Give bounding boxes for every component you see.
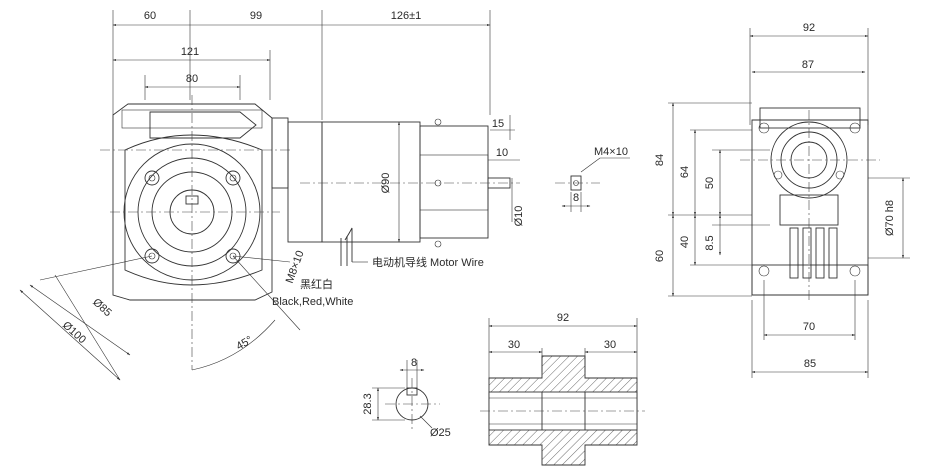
dim-phi10: Ø10 xyxy=(513,206,525,227)
wire-colors-cn: 黑红白 xyxy=(300,277,333,291)
dim-phi25: Ø25 xyxy=(430,427,451,439)
diagonal-dimensions: Ø85 Ø100 45° M8×10 xyxy=(19,249,307,381)
dim-8-shaft: 8 xyxy=(411,357,417,369)
front-view: 60 99 126±1 121 80 xyxy=(19,10,525,381)
top-dimensions: 60 99 126±1 121 80 xyxy=(112,10,491,120)
dim-30-right: 30 xyxy=(604,339,616,351)
dim-8-key: 8 xyxy=(573,192,579,204)
dim-phi100: Ø100 xyxy=(60,319,88,346)
wire-label: 电动机导线 Motor Wire xyxy=(372,255,484,269)
dim-m4: M4×10 xyxy=(594,146,628,158)
dim-87: 87 xyxy=(802,59,814,71)
side-view: 92 87 84 60 64 40 xyxy=(654,22,910,378)
dim-84: 84 xyxy=(654,154,666,166)
dim-15: 15 xyxy=(492,118,504,130)
dim-92-side: 92 xyxy=(803,22,815,34)
shaft-section-detail: 8 28.3 Ø25 xyxy=(362,357,451,439)
dim-99: 99 xyxy=(250,10,262,22)
dim-8-5: 8.5 xyxy=(704,235,716,250)
dim-phi90: Ø90 xyxy=(380,173,392,194)
dim-85: 85 xyxy=(804,358,816,370)
dim-121: 121 xyxy=(181,46,199,58)
dim-92-shaft: 92 xyxy=(557,312,569,324)
dim-50: 50 xyxy=(704,177,716,189)
dim-40: 40 xyxy=(679,236,691,248)
dim-30-left: 30 xyxy=(508,339,520,351)
wire-colors-en: Black,Red,White xyxy=(272,296,353,308)
motor-dimensions: Ø90 15 10 Ø10 xyxy=(380,115,525,243)
dim-80: 80 xyxy=(186,73,198,85)
dim-70: 70 xyxy=(803,321,815,333)
dim-64: 64 xyxy=(679,166,691,178)
dim-60: 60 xyxy=(144,10,156,22)
dim-126: 126±1 xyxy=(391,10,422,22)
wire-callout: 电动机导线 Motor Wire 黑红白 Black,Red,White xyxy=(272,255,484,308)
gearbox-body xyxy=(100,95,290,370)
dim-phi70-h8: Ø70 h8 xyxy=(884,200,896,236)
dim-phi85: Ø85 xyxy=(90,296,113,319)
dim-10: 10 xyxy=(496,147,508,159)
dim-45-deg: 45° xyxy=(234,334,254,353)
dim-60-side: 60 xyxy=(654,250,666,262)
key-detail: M4×10 8 xyxy=(555,146,630,212)
motor xyxy=(271,117,520,266)
hollow-shaft: 92 30 30 xyxy=(480,312,645,466)
dim-28-3: 28.3 xyxy=(362,393,374,414)
